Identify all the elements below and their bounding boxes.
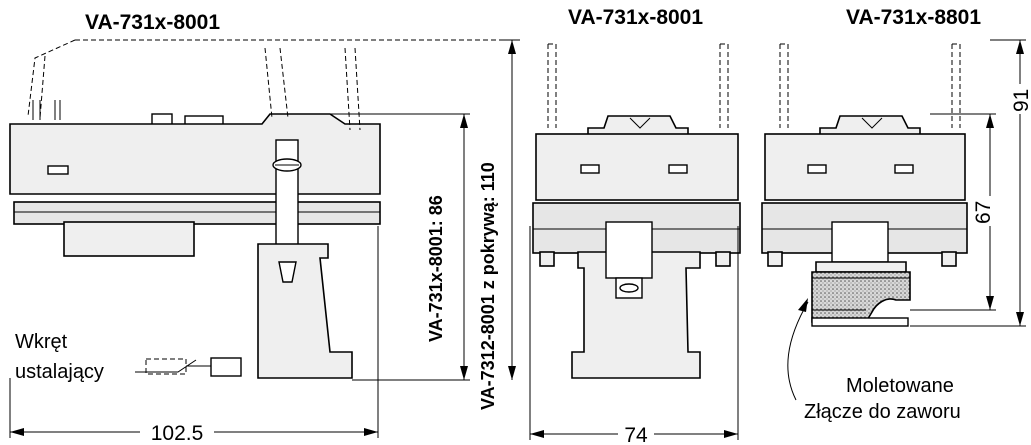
- knurled-label-line1: Moletowane: [846, 375, 954, 397]
- middle-front-view: 74: [529, 43, 741, 445]
- dim-67-value: 67: [972, 201, 995, 224]
- dim-67-arrow-bottom: [986, 296, 994, 310]
- dim-110-line: [500, 39, 520, 380]
- middle-window-left: [580, 164, 600, 174]
- upper-housing: [9, 113, 381, 195]
- middle-coupler: [605, 221, 653, 279]
- dim-110-arrow-bottom: [508, 366, 516, 380]
- right-view-title: VA-731x-8801: [846, 6, 981, 29]
- lower-box: [63, 221, 195, 257]
- knurled-leader-arrowhead: [798, 298, 808, 312]
- dim-arrow-right: [364, 428, 378, 436]
- dim-91-arrow-top: [1016, 40, 1024, 54]
- middle-bracket: [571, 251, 701, 379]
- dim-86-arrow-top: [460, 114, 468, 128]
- right-foot-right: [941, 251, 957, 267]
- middle-plate: [13, 201, 381, 225]
- set-screw-dashed: [145, 358, 187, 375]
- shaft-tip: [278, 261, 297, 283]
- middle-window-right: [668, 164, 688, 174]
- dim-middle-arrow-left: [530, 430, 544, 438]
- middle-foot-right: [715, 251, 731, 267]
- right-window-left: [807, 164, 827, 174]
- knurled-label-line2: Złącze do zaworu: [804, 401, 961, 423]
- left-view-title: VA-731x-8001: [85, 11, 220, 34]
- right-top-cap-detail: [861, 117, 883, 129]
- dim-86-line: [330, 113, 470, 381]
- height-dimensions: VA-731x-8001: 86 VA-7312-8001 z pokrywą:…: [330, 39, 520, 410]
- middle-foot-left: [539, 251, 555, 267]
- connector-pins: [32, 100, 61, 120]
- set-screw-label-line2: ustalający: [15, 361, 104, 383]
- dim-110-label: VA-7312-8001 z pokrywą: 110: [478, 162, 498, 410]
- cover-outline-dashed: [27, 39, 513, 380]
- middle-top-cap-detail: [629, 117, 651, 129]
- knurled-connector-base: [811, 317, 909, 327]
- middle-coupler-screw: [619, 283, 639, 293]
- middle-cover-dashed: [547, 43, 729, 128]
- mounting-bracket: [257, 243, 353, 379]
- dim-110-arrow-top: [508, 40, 516, 54]
- right-cover-dashed: [779, 43, 961, 128]
- right-window-right: [894, 164, 914, 174]
- dim-middle-arrow-right: [724, 430, 738, 438]
- knurled-connector: [811, 271, 911, 323]
- dim-91-value: 91: [1010, 89, 1031, 112]
- set-screw-leader: [135, 359, 211, 373]
- right-housing: [764, 133, 966, 201]
- left-side-view: Wkręt ustalający 102.5: [9, 39, 513, 445]
- right-foot-left: [767, 251, 783, 267]
- dim-86-label: VA-731x-8001: 86: [426, 195, 446, 342]
- right-coupler: [831, 221, 889, 263]
- indicator-window: [47, 165, 69, 175]
- middle-housing: [535, 133, 739, 201]
- dim-91-arrow-bottom: [1016, 312, 1024, 326]
- knurled-connector-lines: [812, 277, 910, 311]
- set-screw-label-line1: Wkręt: [15, 331, 68, 353]
- dim-width-left-value: 102.5: [151, 422, 204, 445]
- dim-width-middle-value: 74: [624, 424, 648, 445]
- right-adapter: [815, 261, 907, 273]
- shaft-dashed: [264, 47, 361, 131]
- dim-arrow-left: [10, 428, 24, 436]
- middle-view-title: VA-731x-8001: [568, 6, 703, 29]
- dim-67-arrow-top: [986, 114, 994, 128]
- dim-86-arrow-bottom: [460, 366, 468, 380]
- set-screw-body: [210, 357, 242, 377]
- right-front-view: 67 91 Moletowane Złącze do zaworu: [761, 39, 1031, 423]
- knurled-leader: [787, 301, 809, 401]
